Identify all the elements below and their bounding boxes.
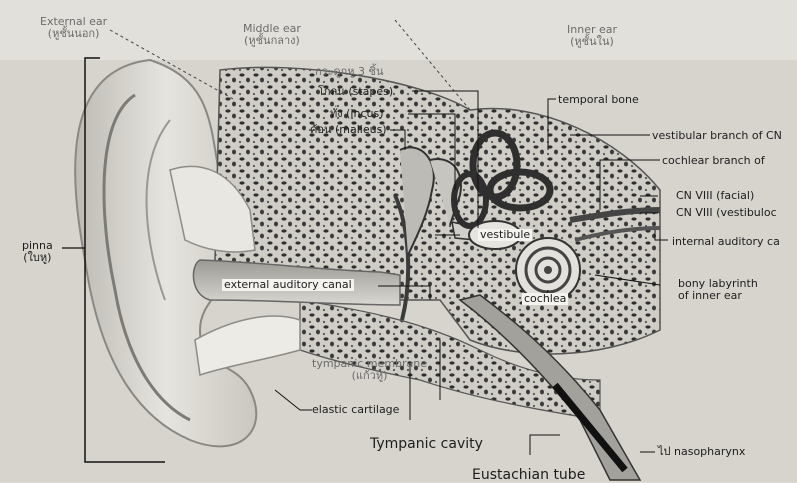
external-auditory-canal-label: external auditory canal <box>222 279 354 291</box>
nasopharynx-label: ไป nasopharynx <box>658 446 745 458</box>
vestibular-branch-label: vestibular branch of CN <box>652 130 782 142</box>
region-middle-ear: Middle ear (หูชั้นกลาง) <box>243 23 301 47</box>
cochlea-label: cochlea <box>522 293 568 305</box>
pinna-thai-label: (ใบหู) <box>22 252 53 264</box>
bony-labyrinth-label-2: of inner ear <box>678 290 758 302</box>
vestibule-label: vestibule <box>478 229 532 241</box>
incus-label: ทั่ง (incus) <box>330 108 383 120</box>
tympanic-membrane-group: tympanic membrane (แก้วหู) <box>312 358 427 382</box>
eustachian-tube-label: Eustachian tube <box>472 467 585 483</box>
elastic-cartilage-label: elastic cartilage <box>312 404 399 416</box>
region-inner-ear: Inner ear (หูชั้นใน) <box>567 24 617 48</box>
bony-labyrinth-group: bony labyrinth of inner ear <box>678 278 758 302</box>
temporal-bone-label: temporal bone <box>558 94 639 106</box>
region-inner-ear-thai: (หูชั้นใน) <box>567 36 617 48</box>
tympanic-membrane-thai-label: (แก้วหู) <box>312 370 427 382</box>
stapes-label: โกลน (stapes) <box>318 86 393 98</box>
malleus-label: ค้อน (malleus) <box>310 124 387 136</box>
ossicles-group-label: กระดูกหู 3 ชิ้น <box>315 66 384 78</box>
region-external-ear-thai: (หูชั้นนอก) <box>40 28 107 40</box>
cn8-facial-label: CN VIII (facial) <box>676 190 754 202</box>
region-middle-ear-thai: (หูชั้นกลาง) <box>243 35 301 47</box>
region-external-ear: External ear (หูชั้นนอก) <box>40 16 107 40</box>
header-band <box>0 0 797 60</box>
cn8-vestibulo-label: CN VIII (vestibuloc <box>676 207 777 219</box>
internal-auditory-label: internal auditory ca <box>672 236 780 248</box>
cochlear-branch-label: cochlear branch of <box>662 155 765 167</box>
tympanic-cavity-label: Tympanic cavity <box>370 436 483 452</box>
pinna-label-group: pinna (ใบหู) <box>22 240 53 264</box>
